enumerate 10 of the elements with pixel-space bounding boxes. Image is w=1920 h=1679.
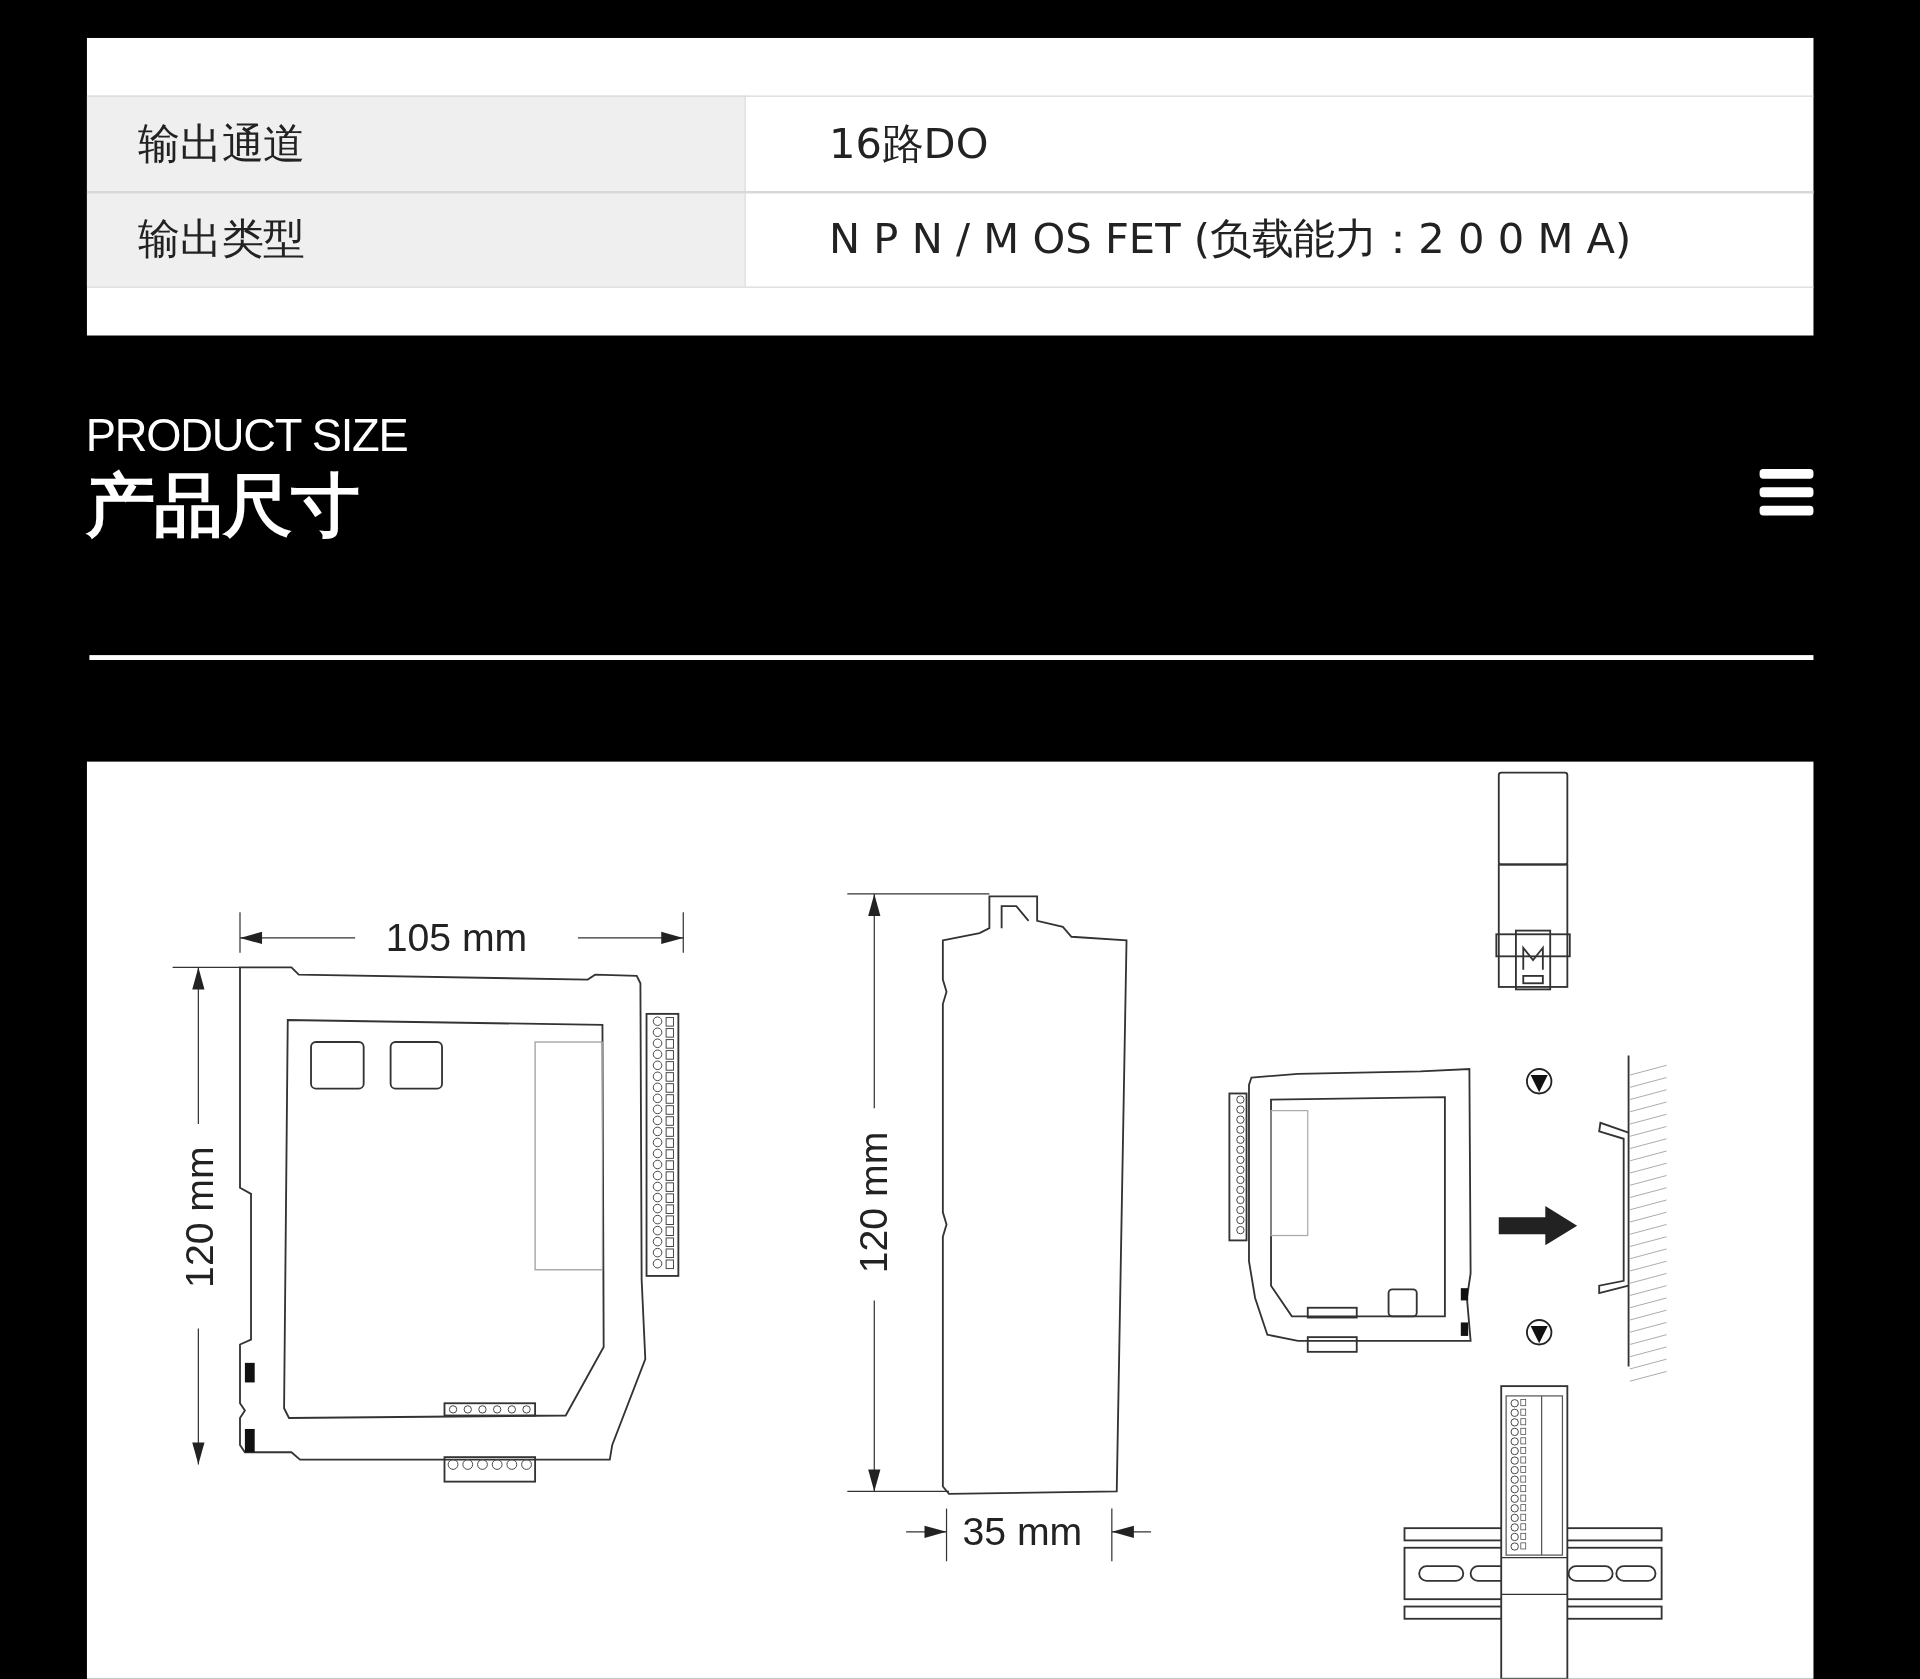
spec-label: 输出通道 [138, 122, 305, 165]
spec-value: N P N / M OS FET (负载能力：2 0 0 M A) [829, 217, 1632, 260]
dimension-label: 35 mm [962, 1512, 1083, 1552]
spec-value: 16路DO [829, 122, 989, 165]
dimension-label: 120 mm [180, 1145, 220, 1290]
dimension-label: 105 mm [385, 918, 528, 958]
dimension-label: 120 mm [853, 1130, 893, 1276]
section-title: 产品尺寸 [85, 471, 360, 540]
section-subtitle: PRODUCT SIZE [85, 412, 408, 458]
spec-label: 输出类型 [138, 217, 305, 260]
